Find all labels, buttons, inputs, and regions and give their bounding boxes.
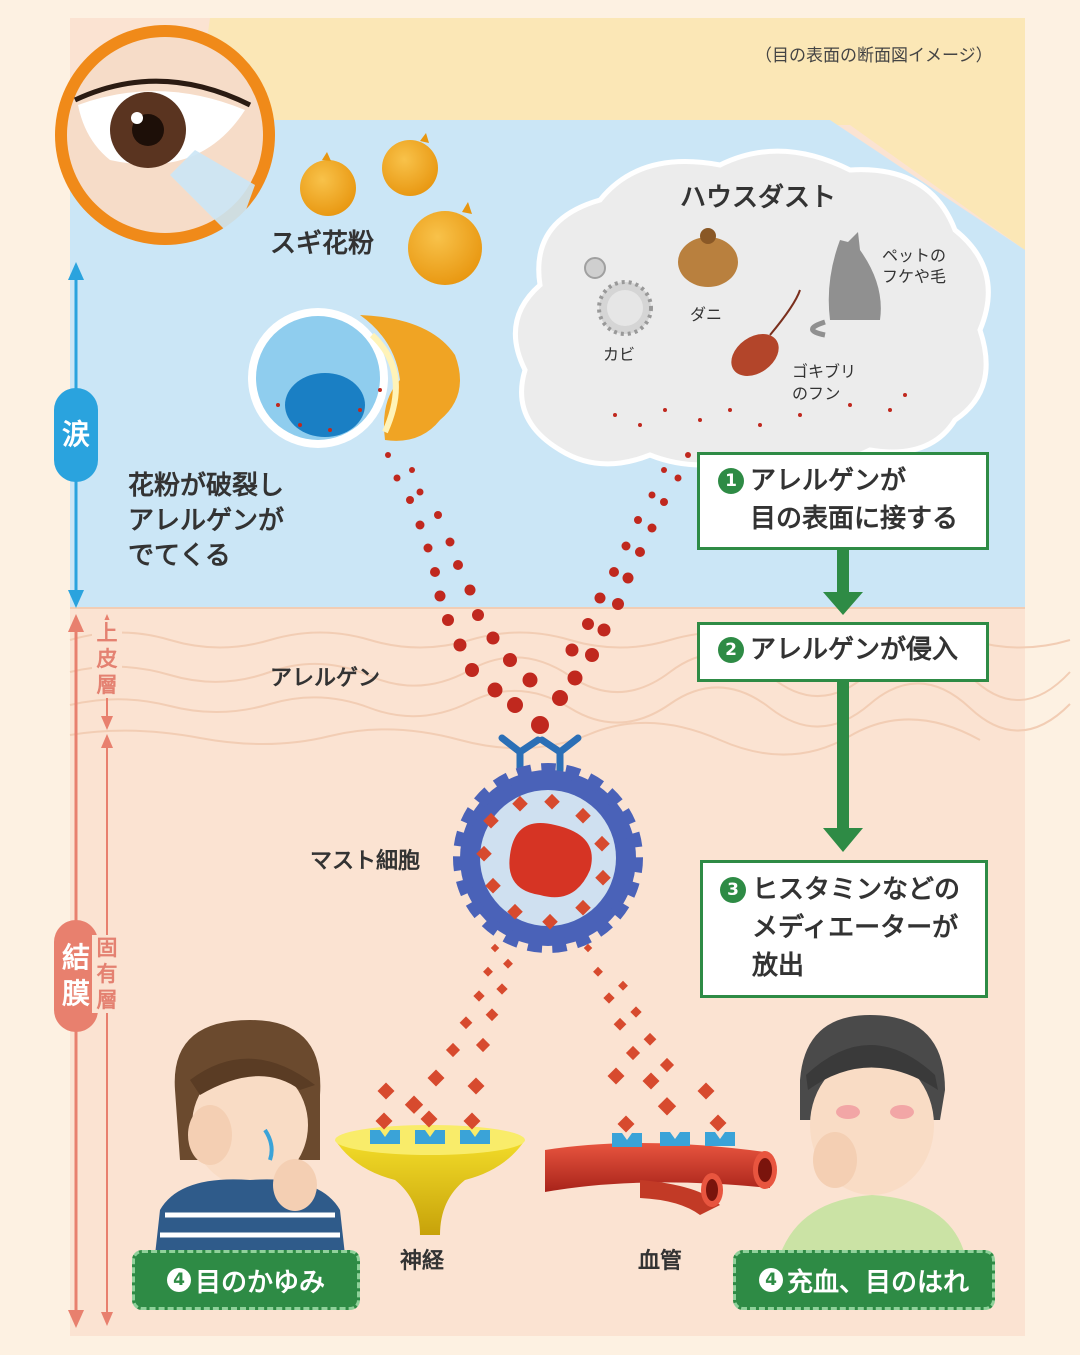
label-pollen-burst-1: 花粉が破裂し (128, 471, 285, 501)
blood-vessel-illustration (545, 1114, 777, 1215)
layer-label-conjunctiva: 結 膜 (54, 920, 98, 1032)
flow-arrows (823, 548, 863, 852)
allergen-particles (276, 388, 907, 734)
lamina-range-arrow (101, 734, 113, 1326)
burst-pollen (248, 308, 460, 448)
label-mite: ダニ (690, 305, 723, 324)
mediator-particles (377, 943, 715, 1116)
label-cockroach-2: のフン (792, 384, 841, 403)
label-pet-dander-2: フケや毛 (882, 267, 947, 286)
label-mold: カビ (603, 345, 636, 364)
label-pet-dander-1: ペットの (882, 246, 947, 265)
nerve-illustration (335, 1110, 525, 1235)
step-3-line-2: メディエーターが (752, 913, 959, 943)
label-pollen-burst-2: アレルゲンが (128, 506, 285, 536)
label-pollen: スギ花粉 (270, 229, 375, 259)
layer-label-tears: 涙 (54, 388, 98, 482)
step-box-2 (697, 622, 989, 682)
step-box-1 (697, 452, 989, 550)
woman-rubbing-eyes (155, 1020, 345, 1255)
air-region (195, 18, 1025, 250)
label-mast-cell: マスト細胞 (310, 849, 421, 874)
man-with-red-eyes (780, 1015, 965, 1255)
step-1-line-2: 目の表面に接する (750, 504, 959, 534)
ige-antibodies (498, 734, 582, 774)
pollen-grains (300, 133, 482, 285)
step-box-3 (700, 860, 988, 998)
label-allergen: アレルゲン (270, 666, 381, 691)
label-house-dust: ハウスダスト (680, 183, 837, 213)
layer-label-epithelium: 上 皮 層 (92, 620, 122, 698)
layer-label-lamina-propria: 固 有 層 (92, 935, 122, 1013)
diagram-caption: （目の表面の断面図イメージ） (755, 46, 993, 66)
label-blood-vessel: 血管 (638, 1249, 683, 1274)
step-3-line-3: 放出 (752, 951, 805, 981)
label-nerve: 神経 (400, 1249, 445, 1274)
label-pollen-burst-3: でてくる (128, 541, 231, 571)
mast-cell (453, 763, 643, 953)
label-cockroach-1: ゴキブリ (792, 362, 857, 381)
